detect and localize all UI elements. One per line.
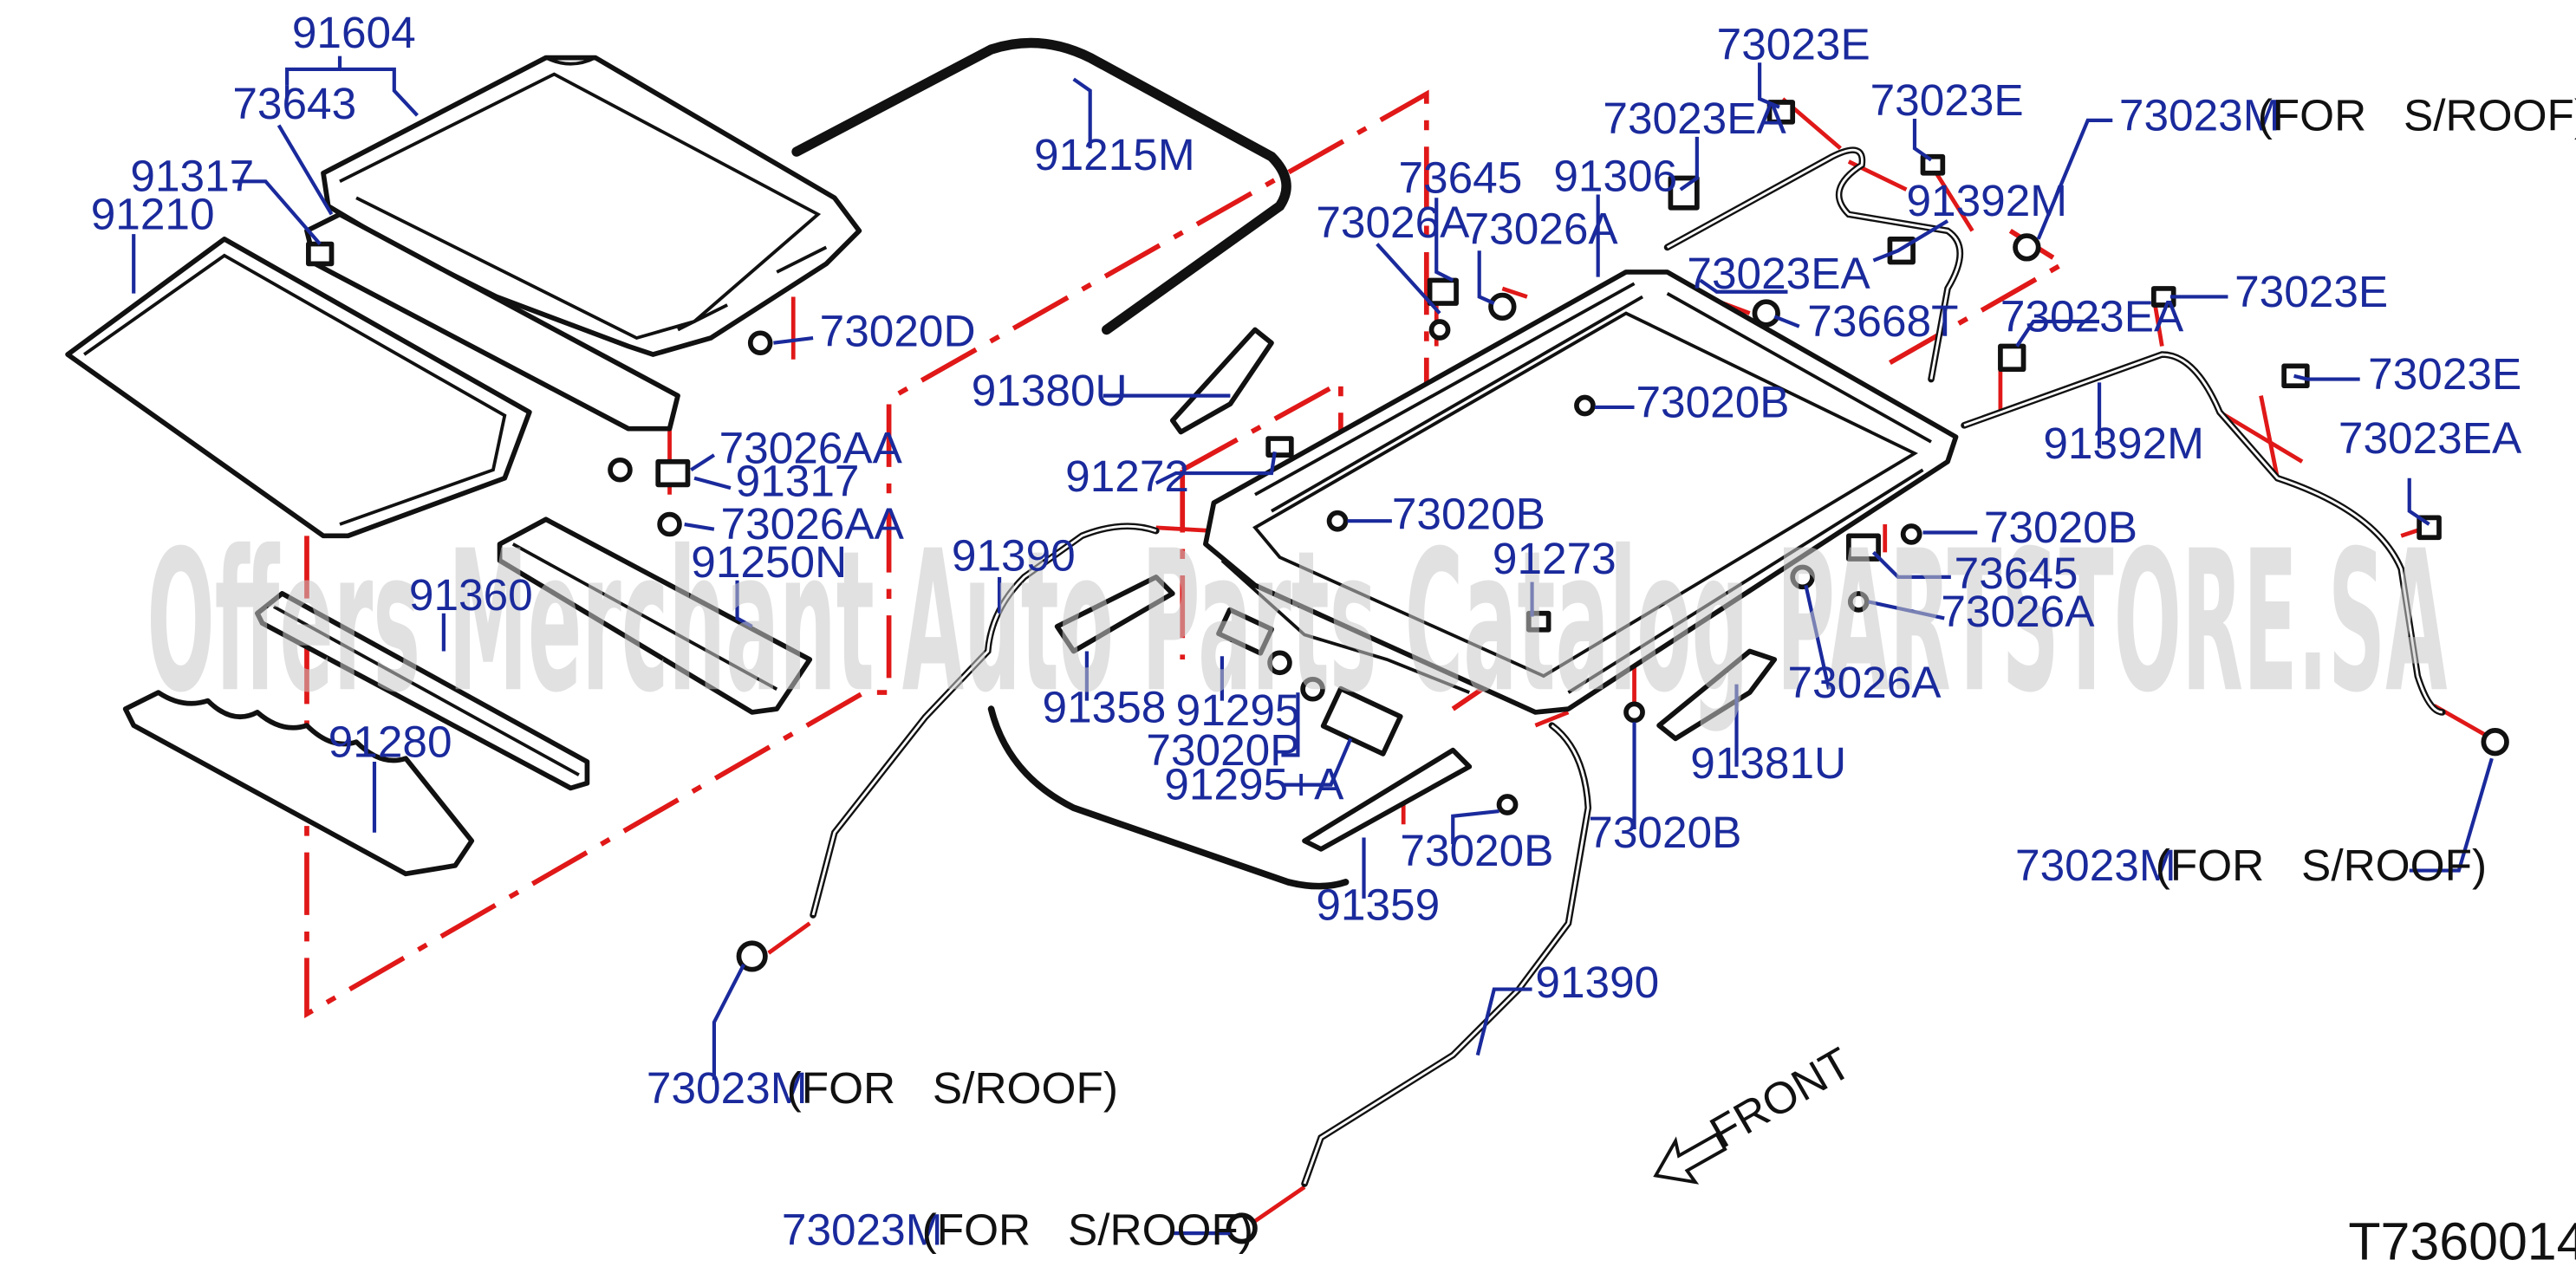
watermark: Offers Merchant Auto Parts Catalog PARTS… (146, 509, 2447, 735)
label-91358: 91358 (1043, 682, 1167, 731)
label-91295: 91295 (1176, 685, 1300, 735)
label-73023M-right: 73023M (2015, 841, 2176, 890)
label-91215M: 91215M (1034, 130, 1195, 179)
label-73020B-lowleft: 73020B (1588, 808, 1741, 857)
label-73020B-bot: 73020B (1400, 826, 1553, 875)
glass-panel-91210 (65, 237, 532, 539)
reference-lines (304, 89, 2494, 1225)
diagram-code: T7360014 (2348, 1212, 2576, 1271)
label-91604: 91604 (292, 8, 416, 57)
label-73023EA-3: 73023EA (2000, 291, 2184, 341)
label-73026A-right: 73026A (1465, 205, 1619, 254)
front-arrow: FRONT (1653, 1038, 1859, 1185)
label-91317-mid: 91317 (736, 457, 860, 506)
label-73026AA-1: 73026AA (719, 424, 903, 473)
leader-lines (132, 55, 2494, 1236)
label-91390-bottom: 91390 (1535, 958, 1659, 1007)
label-73026A-left: 73026A (1316, 198, 1470, 247)
label-73020P: 73020P (1146, 725, 1299, 775)
label-73023E-3: 73023E (2234, 267, 2388, 316)
label-91359: 91359 (1316, 880, 1440, 930)
label-73020D: 73020D (820, 307, 976, 356)
label-91280: 91280 (329, 717, 452, 766)
label-91381U: 91381U (1690, 738, 1846, 788)
sunroof-frame-91306 (1203, 270, 1959, 715)
label-73026A-r3: 73026A (1787, 658, 1942, 707)
label-91317-top: 91317 (130, 152, 254, 201)
label-73023EA-2: 73023EA (1687, 249, 1870, 298)
label-91360: 91360 (409, 570, 533, 620)
label-73026AA-2: 73026AA (721, 499, 905, 549)
label-73023E-1: 73023E (1717, 19, 1870, 68)
note-for-sroof-left: (FOR S/ROOF) (787, 1063, 1118, 1113)
drain-91380U (1169, 327, 1274, 435)
label-73023M-left: 73023M (647, 1063, 808, 1113)
label-91295A: 91295+A (1164, 760, 1344, 809)
label-91392M-right: 91392M (2043, 419, 2204, 468)
label-91210: 91210 (91, 189, 215, 238)
label-73020B-top: 73020B (1636, 377, 1789, 426)
note-for-sroof-right: (FOR S/ROOF) (2156, 841, 2487, 890)
motor-assembly (1054, 575, 1473, 852)
label-73023M-tr: 73023M (2119, 90, 2280, 140)
label-91392M-top: 91392M (1906, 176, 2067, 225)
drain-hoses (810, 146, 2446, 1187)
label-73023E-2: 73023E (1870, 75, 2024, 125)
label-91306: 91306 (1553, 152, 1677, 201)
front-label: FRONT (1701, 1038, 1859, 1158)
sunshade-91280 (122, 690, 475, 877)
label-91272: 91272 (1065, 451, 1189, 501)
label-73023EA-4: 73023EA (2339, 413, 2522, 463)
fasteners (608, 100, 2509, 1244)
label-91273: 91273 (1493, 534, 1617, 583)
label-73020B-right: 73020B (1984, 503, 2137, 552)
weatherstrip-91215M (791, 37, 1291, 335)
label-73643: 73643 (232, 79, 356, 128)
label-73023M-bottom: 73023M (782, 1205, 943, 1254)
rail-91360 (255, 591, 590, 791)
label-73026A-r2: 73026A (1941, 587, 2095, 636)
label-73020B-mid: 73020B (1392, 490, 1545, 539)
label-73023E-4: 73023E (2368, 349, 2521, 399)
shade-91250N (497, 516, 813, 715)
label-73645-top: 73645 (1398, 153, 1522, 203)
label-91380U: 91380U (972, 366, 1128, 415)
note-for-sroof-bottom: (FOR S/ROOF) (922, 1205, 1253, 1254)
label-91390-left: 91390 (952, 530, 1076, 580)
label-73023EA-1: 73023EA (1603, 94, 1786, 143)
label-73645-right: 73645 (1955, 549, 2078, 598)
part-labels: 91604 73643 91317 91210 91215M 73020D 73… (91, 8, 2576, 1254)
label-73668T: 73668T (1807, 296, 1958, 346)
label-91250N: 91250N (691, 537, 847, 587)
drain-91381U (1656, 648, 1778, 742)
note-for-sroof-tr: (FOR S/ROOF) (2258, 90, 2576, 140)
